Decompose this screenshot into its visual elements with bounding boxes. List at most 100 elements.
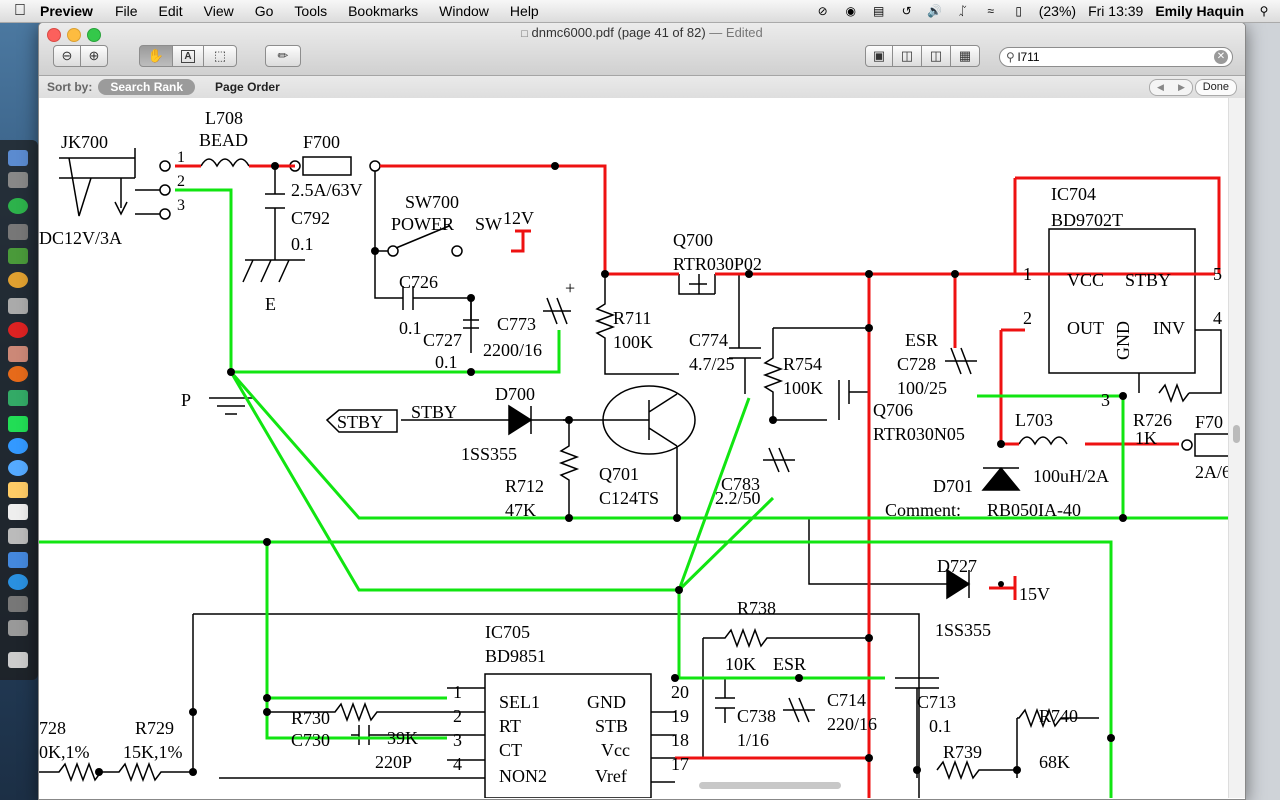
apple-menu-icon[interactable]:  — [0, 2, 40, 20]
menu-tools[interactable]: Tools — [294, 3, 328, 19]
wifi-icon[interactable]: ≈ — [987, 4, 994, 18]
spotlight-search-icon[interactable]: ⚲ — [1259, 4, 1269, 18]
sort-search-rank-button[interactable]: Search Rank — [98, 79, 196, 95]
sort-page-order-button[interactable]: Page Order — [215, 80, 280, 94]
ic705-pin18: 18 — [671, 730, 689, 750]
horizontal-scroll-thumb[interactable] — [699, 782, 841, 789]
app-icon[interactable] — [8, 482, 28, 498]
app-icon[interactable] — [8, 390, 28, 406]
label-c714: C714 — [827, 690, 866, 710]
app-icon[interactable] — [8, 596, 28, 612]
result-nav-control[interactable]: ◀ ▶ — [1149, 79, 1193, 96]
activity-monitor-icon[interactable] — [8, 416, 28, 432]
view-thumbnails-button[interactable]: ◫ — [921, 45, 951, 67]
app-icon[interactable] — [8, 574, 28, 590]
annotate-button[interactable]: ✏ — [265, 45, 301, 67]
label-r740: R740 — [1039, 706, 1078, 726]
label-r738: R738 — [737, 598, 776, 618]
clock[interactable]: Fri 13:39 — [1088, 3, 1144, 19]
zoom-window-button[interactable] — [87, 28, 101, 42]
pin-stb: STB — [595, 716, 628, 736]
trash-icon[interactable] — [8, 652, 28, 668]
search-field[interactable]: ⚲ l711 ✕ — [999, 47, 1233, 67]
app-icon[interactable] — [8, 620, 28, 636]
sync-icon[interactable]: ◉ — [845, 4, 856, 18]
calendar-icon[interactable] — [8, 504, 28, 520]
view-sidebar-button[interactable]: ◫ — [892, 45, 922, 67]
view-content-only-button[interactable]: ▣ — [865, 45, 893, 67]
move-tool-button[interactable]: ✋ — [139, 45, 173, 67]
do-not-disturb-icon[interactable]: ⊘ — [817, 4, 828, 18]
minimize-window-button[interactable] — [67, 28, 81, 42]
firefox-icon[interactable] — [8, 366, 28, 382]
zoom-out-button[interactable]: ⊖ — [53, 45, 81, 67]
background-window-edge — [1244, 22, 1280, 800]
bluetooth-icon[interactable]: ᛢ — [959, 4, 967, 18]
label-dc12v: DC12V/3A — [39, 228, 122, 248]
app-icon[interactable] — [8, 172, 28, 188]
menu-bookmarks[interactable]: Bookmarks — [348, 3, 419, 19]
zoom-in-icon: ⊕ — [88, 48, 100, 63]
spotify-icon[interactable] — [8, 198, 28, 214]
label-r730: R730 — [291, 708, 330, 728]
selection-icon: ⬚ — [213, 48, 227, 63]
menu-view[interactable]: View — [203, 3, 234, 19]
label-r754: R754 — [783, 354, 822, 374]
rect-select-tool-button[interactable]: ⬚ — [203, 45, 237, 67]
title-bar: □ dnmc6000.pdf (page 41 of 82) — Edited … — [39, 23, 1245, 76]
label-f700-rating: 2.5A/63V — [291, 180, 363, 200]
label-jk700: JK700 — [61, 132, 108, 152]
label-c783: C783 — [721, 474, 760, 494]
battery-icon[interactable]: ▯ — [1015, 4, 1022, 18]
app-icon[interactable] — [8, 248, 28, 264]
app-store-icon[interactable] — [8, 438, 28, 454]
vertical-scrollbar[interactable] — [1228, 98, 1245, 798]
menu-window[interactable]: Window — [439, 3, 489, 19]
hand-icon: ✋ — [147, 48, 165, 63]
app-icon[interactable] — [8, 552, 28, 568]
keyboard-icon[interactable]: ▤ — [873, 4, 885, 18]
menu-edit[interactable]: Edit — [158, 3, 183, 19]
app-icon[interactable] — [8, 346, 28, 362]
app-icon[interactable] — [8, 224, 28, 240]
document-page[interactable]: JK700 DC12V/3A L708 BEAD F700 2.5A/63V C… — [39, 98, 1229, 798]
zoom-in-button[interactable]: ⊕ — [80, 45, 108, 67]
user-name[interactable]: Emily Haquin — [1155, 3, 1244, 19]
label-power: POWER — [391, 214, 454, 234]
chrome-icon[interactable] — [8, 272, 28, 288]
time-machine-icon[interactable]: ↺ — [901, 4, 912, 18]
pin-rt: RT — [499, 716, 521, 736]
safari-icon[interactable] — [8, 460, 28, 476]
done-button[interactable]: Done — [1194, 79, 1237, 96]
label-c713-value: 0.1 — [929, 716, 952, 736]
opera-icon[interactable] — [8, 322, 28, 338]
label-q706-part: RTR030N05 — [873, 424, 965, 444]
stby-tag: STBY — [337, 412, 383, 432]
label-r739: R739 — [943, 742, 982, 762]
label-r729: R729 — [135, 718, 174, 738]
view-contact-sheet-button[interactable]: ▦ — [950, 45, 980, 67]
label-l708: L708 — [205, 108, 243, 128]
scroll-thumb[interactable] — [1233, 425, 1240, 443]
menu-go[interactable]: Go — [254, 3, 274, 19]
text-select-tool-button[interactable]: A — [172, 45, 204, 67]
next-result-icon[interactable]: ▶ — [1178, 82, 1185, 92]
search-sort-bar: Sort by: Search Rank Page Order ◀ ▶ Done — [39, 76, 1245, 99]
previous-result-icon[interactable]: ◀ — [1157, 82, 1164, 92]
grid-icon: ▦ — [958, 48, 972, 63]
net-gnd — [39, 540, 1113, 798]
plus-sign: + — [565, 278, 575, 298]
menu-file[interactable]: File — [114, 3, 138, 19]
app-menu[interactable]: Preview — [40, 3, 93, 19]
volume-icon[interactable]: 🔊 — [927, 4, 943, 18]
app-icon[interactable] — [8, 528, 28, 544]
ic705-pin20: 20 — [671, 682, 689, 702]
search-value[interactable]: l711 — [1017, 50, 1040, 64]
clear-search-icon[interactable]: ✕ — [1214, 50, 1228, 64]
finder-icon[interactable] — [8, 150, 28, 166]
ic705-pin1: 1 — [453, 682, 462, 702]
close-window-button[interactable] — [47, 28, 61, 42]
app-icon[interactable] — [8, 298, 28, 314]
label-ic705-part: BD9851 — [485, 646, 546, 666]
menu-help[interactable]: Help — [509, 3, 539, 19]
